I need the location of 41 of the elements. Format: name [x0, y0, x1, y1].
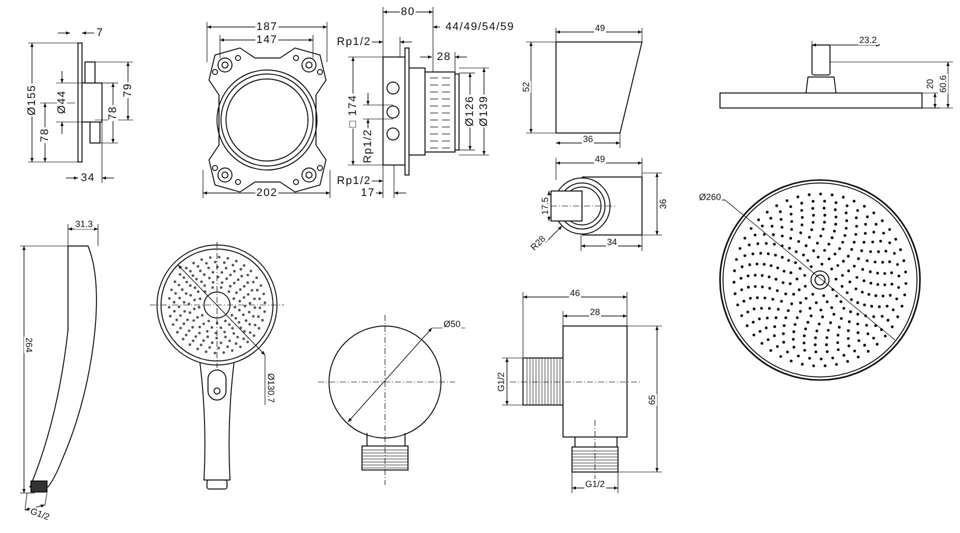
dimension-value: 17.5 — [540, 196, 550, 216]
dimension-value: Ø155 — [27, 84, 37, 116]
dimension-value: 52 — [521, 81, 531, 93]
dimension-value: 28 — [589, 307, 601, 317]
dimension-value: 49 — [594, 23, 606, 33]
dimension-value: 78 — [108, 104, 118, 122]
dimension-value: 17 — [360, 188, 376, 198]
dimension-value: 202 — [255, 188, 279, 198]
dimension-value: 34 — [80, 173, 96, 183]
dimension-value: 80 — [400, 7, 416, 17]
dimension-value: 36 — [658, 198, 668, 210]
dimension-value: 36 — [582, 134, 594, 144]
dimension-value: 28 — [436, 52, 452, 62]
dimension-value: Ø130.7 — [266, 372, 276, 404]
dimension-value: 7 — [95, 28, 105, 38]
dimension-value: 78 — [40, 126, 50, 144]
dimension-value: 20 — [925, 78, 935, 90]
dimension-value: 65 — [647, 394, 657, 406]
dimension-value: Ø126 — [465, 94, 475, 128]
dimension-value: Rp1/2 — [363, 128, 373, 164]
dimension-value: 147 — [255, 35, 279, 45]
dimension-value: G1/2 — [28, 506, 52, 522]
dimension-value: G1/2 — [584, 479, 606, 489]
dimension-value: 44/49/54/59 — [444, 22, 516, 32]
dimension-value: 23.2 — [858, 35, 878, 45]
dimension-value: Ø139 — [479, 94, 489, 128]
dimension-value: 264 — [24, 336, 34, 354]
dimension-value: Ø260 — [698, 192, 722, 202]
dimension-value: Rp1/2 — [336, 37, 372, 47]
dimension-value: Rp1/2 — [336, 176, 372, 186]
dimension-value: 31.3 — [74, 219, 94, 229]
dimension-value: □ 174 — [348, 93, 358, 129]
dimension-value: 60.6 — [938, 74, 948, 94]
dimension-value: 46 — [569, 288, 581, 298]
dimension-value: 34 — [606, 237, 618, 247]
dimension-value: Ø44 — [57, 89, 67, 115]
dimension-value: G1/2 — [496, 371, 506, 393]
dimension-value: 79 — [123, 82, 133, 98]
dimension-value: Ø50 — [442, 319, 462, 329]
dimension-value: 187 — [255, 22, 279, 32]
dimension-value: 49 — [594, 154, 606, 164]
